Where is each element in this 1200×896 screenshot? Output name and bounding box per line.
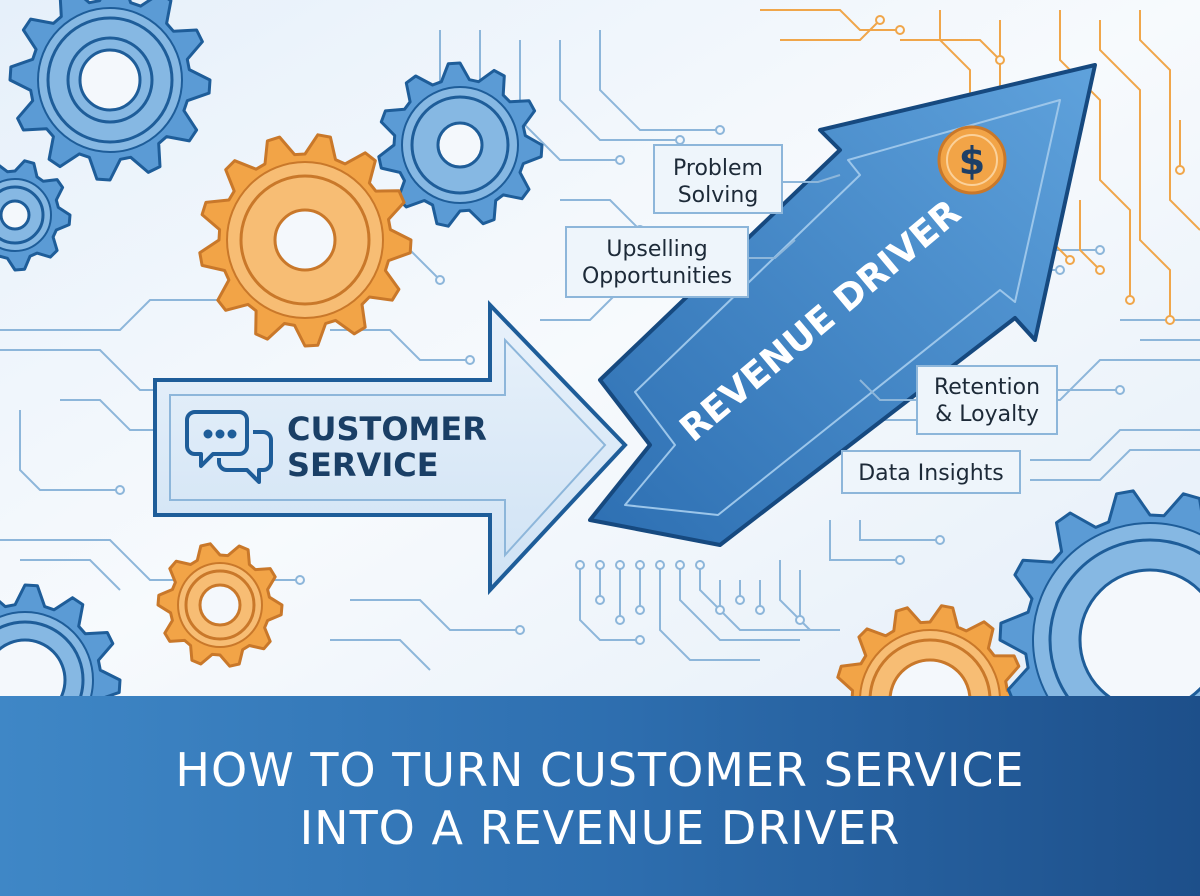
retention-line2: & Loyalty [935, 402, 1039, 427]
gear-icon-left [0, 159, 72, 272]
gear-icon-orange-small [156, 542, 284, 668]
gear-icon-bottom-right [998, 489, 1200, 696]
chat-bubbles-icon [185, 410, 273, 484]
title-line1: HOW TO TURN CUSTOMER SERVICE [175, 743, 1025, 797]
gear-icon-top-left [8, 0, 212, 182]
data-insights-line1: Data Insights [858, 461, 1004, 486]
problem-solving-line1: Problem [673, 156, 763, 181]
customer-service-line2: SERVICE [287, 446, 439, 484]
coin-symbol: $ [959, 139, 985, 183]
illustration: CUSTOMER SERVICE REVENUE DRIVER $ Proble… [0, 0, 1200, 696]
gear-icon-bottom-left [0, 583, 122, 696]
label-upselling-opportunities: Upselling Opportunities [565, 226, 796, 298]
label-retention-loyalty: Retention & Loyalty [859, 365, 1058, 435]
customer-service-line1: CUSTOMER [287, 410, 487, 448]
upselling-line1: Upselling [606, 237, 707, 262]
label-problem-solving: Problem Solving [653, 144, 841, 214]
dollar-coin-icon: $ [937, 125, 1007, 195]
customer-service-arrow: CUSTOMER SERVICE [153, 300, 628, 596]
title-line2: INTO A REVENUE DRIVER [299, 801, 901, 855]
gear-icon-orange-bottom [836, 604, 1021, 696]
problem-solving-line2: Solving [678, 183, 759, 208]
gear-icon-orange-large [198, 133, 413, 348]
retention-line1: Retention [934, 375, 1040, 400]
gear-icon-top-center [377, 61, 544, 228]
label-data-insights: Data Insights [841, 450, 1021, 494]
title-banner: HOW TO TURN CUSTOMER SERVICE INTO A REVE… [0, 696, 1200, 896]
upselling-line2: Opportunities [582, 264, 732, 289]
